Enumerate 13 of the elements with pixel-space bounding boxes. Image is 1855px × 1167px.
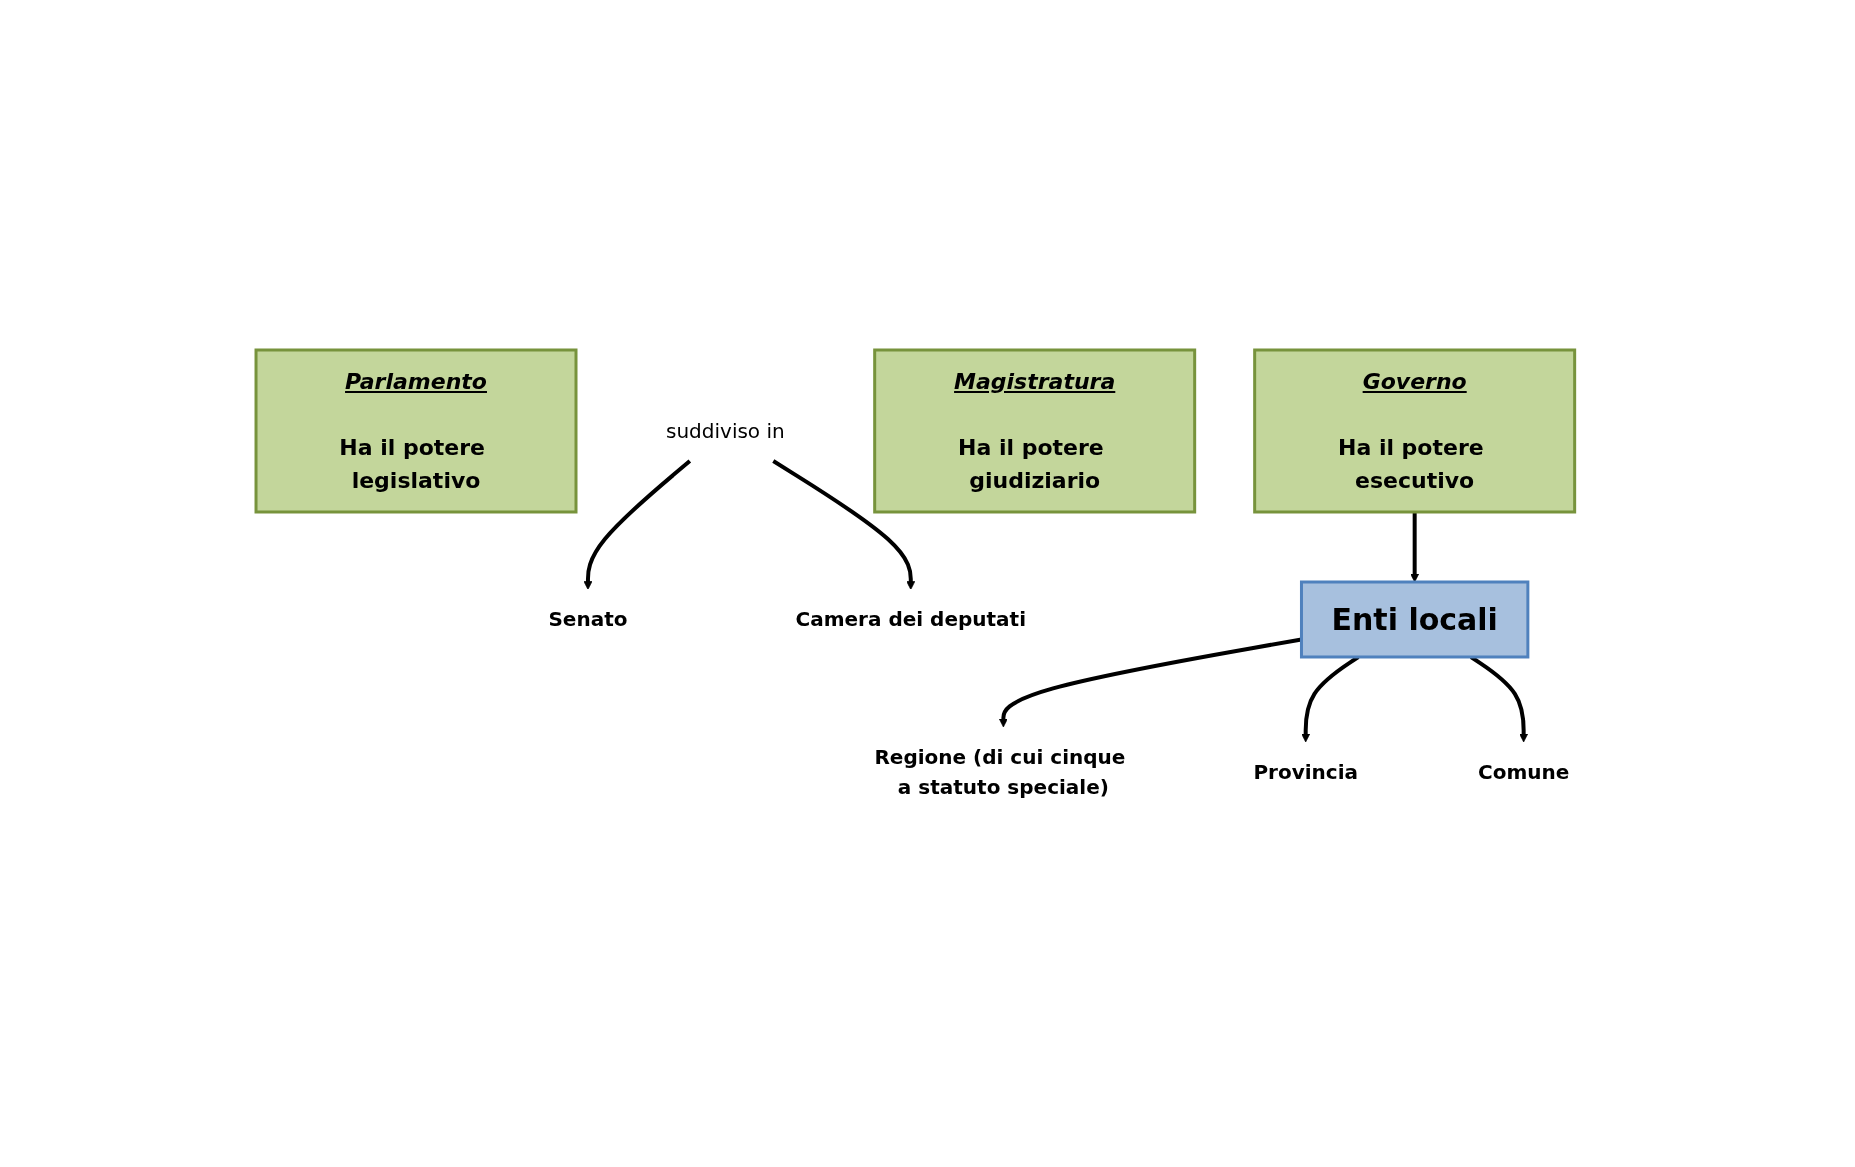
node-text: Comune	[1477, 759, 1570, 784]
node-box: Governo Ha il potere esecutivo	[1253, 348, 1576, 514]
node-box: Enti locali	[1299, 580, 1530, 659]
arrow	[583, 459, 691, 590]
node-text: Provincia	[1253, 759, 1358, 784]
node-box: Parlamento Ha il potere legislativo	[254, 348, 578, 514]
node-box: Magistratura Ha il potere giudiziario	[873, 348, 1196, 514]
node-text: Regione (di cui cinque a statuto speciale)	[874, 744, 1126, 799]
arrow	[772, 459, 915, 590]
node-text: Senato	[548, 607, 628, 632]
node-text: Camera dei deputati	[795, 607, 1026, 632]
node-text: suddiviso in	[665, 419, 785, 443]
arrow	[998, 637, 1302, 728]
